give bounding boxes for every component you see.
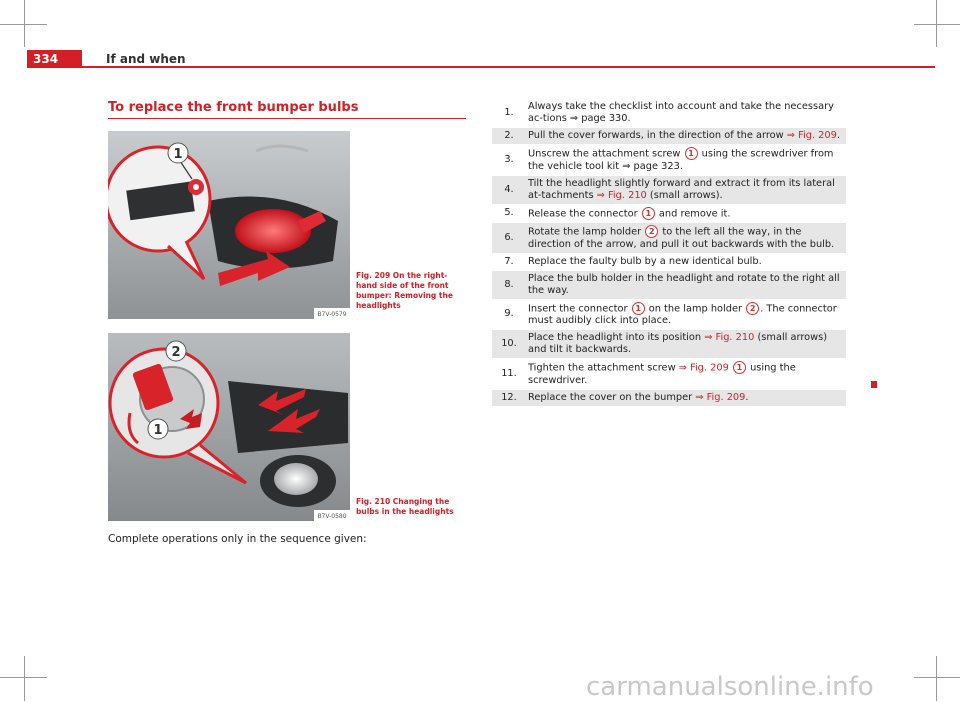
part-number-badge: 1: [641, 206, 655, 220]
step-text: Replace the cover on the bumper ⇒ Fig. 2…: [526, 390, 846, 406]
step-number: 12.: [501, 391, 517, 403]
step-number: 4.: [504, 183, 514, 195]
step-row: 10. Place the headlight into its position…: [492, 330, 846, 359]
step-text: Tilt the headlight slightly forward and …: [526, 176, 846, 204]
step-text-segment: Always take the checklist into account a…: [528, 101, 834, 124]
crop-mark: [24, 656, 25, 701]
header-rule: [82, 66, 935, 68]
step-number: 11.: [501, 367, 517, 379]
figure-210-marker-2: 2: [171, 345, 180, 360]
section-title: To replace the front bumper bulbs: [108, 100, 359, 115]
part-number-badge: 1: [631, 301, 645, 315]
step-text-segment: . The connector must audibly click into …: [528, 303, 837, 326]
step-text-segment: Tighten the attachment screw: [528, 362, 679, 374]
step-text: Replace the faulty bulb by a new identic…: [526, 254, 846, 270]
part-number-badge: 2: [645, 225, 659, 238]
step-row: 7. Replace the faulty bulb by a new ident…: [492, 254, 846, 271]
page-number: 334: [27, 50, 82, 68]
step-text: Release the connector 1 and remove it.: [526, 205, 846, 223]
step-text-segment: Tilt the headlight slightly forward and …: [528, 177, 835, 201]
figure-reference-link[interactable]: ⇒ Fig. 209: [678, 362, 729, 374]
crop-mark: [24, 0, 25, 47]
crop-mark: [936, 656, 937, 701]
step-text-segment: Place the headlight into its position: [528, 332, 705, 343]
part-number-badge: 2: [746, 301, 760, 315]
step-text-segment: .: [745, 391, 749, 403]
step-text-segment: Insert the connector: [528, 303, 631, 314]
watermark: carmanualsonline.info: [586, 672, 874, 702]
step-row: 12. Replace the cover on the bumper ⇒ Fig…: [492, 389, 846, 407]
step-row: 11. Tighten the attachment screw ⇒ Fig. 2…: [492, 359, 846, 390]
step-text: Unscrew the attachment screw 1 using the…: [526, 145, 846, 175]
step-text-segment: Replace the cover on the bumper: [528, 391, 696, 403]
step-number: 5.: [504, 207, 514, 219]
step-number: 10.: [501, 338, 517, 349]
step-row: 5. Release the connector 1 and remove it.: [492, 205, 846, 223]
part-number-badge: 1: [684, 147, 698, 160]
step-row: 3. Unscrew the attachment screw 1 using t…: [492, 145, 846, 176]
step-number: 2.: [504, 130, 514, 141]
crop-mark: [0, 677, 47, 678]
crop-mark: [936, 0, 937, 47]
step-text: Tighten the attachment screw ⇒ Fig. 209 …: [526, 359, 846, 389]
steps-list: 1.Always take the checklist into account…: [492, 99, 846, 407]
step-text-segment: (small arrows) and tilt it backwards.: [528, 332, 828, 355]
step-row: 8. Place the bulb holder in the headlight…: [492, 270, 846, 300]
figure-209-image: 1 B7V-0579: [108, 131, 350, 319]
step-number: 7.: [504, 255, 514, 267]
step-text-segment: [729, 363, 732, 374]
step-row: 4. Tilt the headlight slightly forward an…: [492, 175, 846, 205]
step-text-segment: Pull the cover forwards, in the directio…: [528, 130, 787, 141]
step-text-segment: Release the connector: [528, 208, 641, 219]
figure-reference-link[interactable]: ⇒ Fig. 210: [704, 332, 755, 343]
step-number: 8.: [504, 278, 514, 290]
step-text: Place the bulb holder in the headlight a…: [526, 271, 846, 299]
step-number: 1.: [504, 107, 514, 118]
figure-210-code: B7V-0580: [317, 513, 346, 520]
step-number: 3.: [504, 153, 514, 165]
intro-text: Complete operations only in the sequence…: [108, 533, 367, 545]
step-text: Always take the checklist into account a…: [526, 99, 846, 127]
step-text-segment: Unscrew the attachment screw: [528, 148, 684, 160]
figure-210-caption: Fig. 210 Changing the bulbs in the headl…: [356, 497, 454, 516]
crop-mark: [914, 677, 960, 678]
step-text: Place the headlight into its position ⇒ …: [526, 330, 846, 358]
end-of-section-marker: [871, 381, 877, 388]
figure-reference-link[interactable]: ⇒ Fig. 209: [786, 130, 837, 141]
step-text-segment: Rotate the lamp holder: [528, 226, 645, 238]
step-text-segment: using the screwdriver.: [528, 362, 796, 386]
step-text: Insert the connector 1 on the lamp holde…: [526, 300, 846, 330]
crop-mark: [0, 24, 47, 25]
step-text-segment: Replace the faulty bulb by a new identic…: [528, 255, 762, 267]
step-text-segment: using the screwdriver from the vehicle t…: [528, 148, 834, 172]
section-rule: [108, 118, 466, 119]
chapter-title: If and when: [106, 52, 186, 66]
step-text: Rotate the lamp holder 2 to the left all…: [526, 223, 846, 253]
step-number: 6.: [504, 231, 514, 243]
figure-reference-link[interactable]: ⇒ Fig. 210: [596, 189, 647, 201]
step-text: Pull the cover forwards, in the directio…: [526, 128, 846, 144]
step-text-segment: (small arrows).: [646, 189, 723, 201]
step-text-segment: Place the bulb holder in the headlight a…: [528, 272, 840, 296]
step-row: 1. Always take the checklist into account…: [492, 99, 846, 128]
figure-210-marker-1: 1: [153, 423, 162, 438]
step-text-segment: to the left all the way, in the directio…: [528, 226, 835, 250]
step-text-segment: and remove it.: [655, 208, 731, 219]
step-text-segment: on the lamp holder: [645, 303, 746, 314]
figure-209-code: B7V-0579: [317, 311, 346, 318]
part-number-badge: 1: [732, 361, 746, 374]
step-text-segment: .: [836, 130, 841, 141]
step-row: 6. Rotate the lamp holder 2 to the left a…: [492, 223, 846, 254]
crop-mark: [914, 24, 960, 25]
step-row: 9. Insert the connector 1 on the lamp hol…: [492, 300, 846, 330]
figure-209-caption: Fig. 209 On the right-hand side of the f…: [356, 271, 453, 310]
step-row: 2. Pull the cover forwards, in the direct…: [492, 128, 846, 145]
step-number: 9.: [504, 308, 514, 320]
figure-210-image: 2 1 B7V-0580: [108, 333, 350, 521]
figure-reference-link[interactable]: ⇒ Fig. 209: [695, 391, 746, 403]
figure-209-marker-1: 1: [173, 147, 182, 162]
